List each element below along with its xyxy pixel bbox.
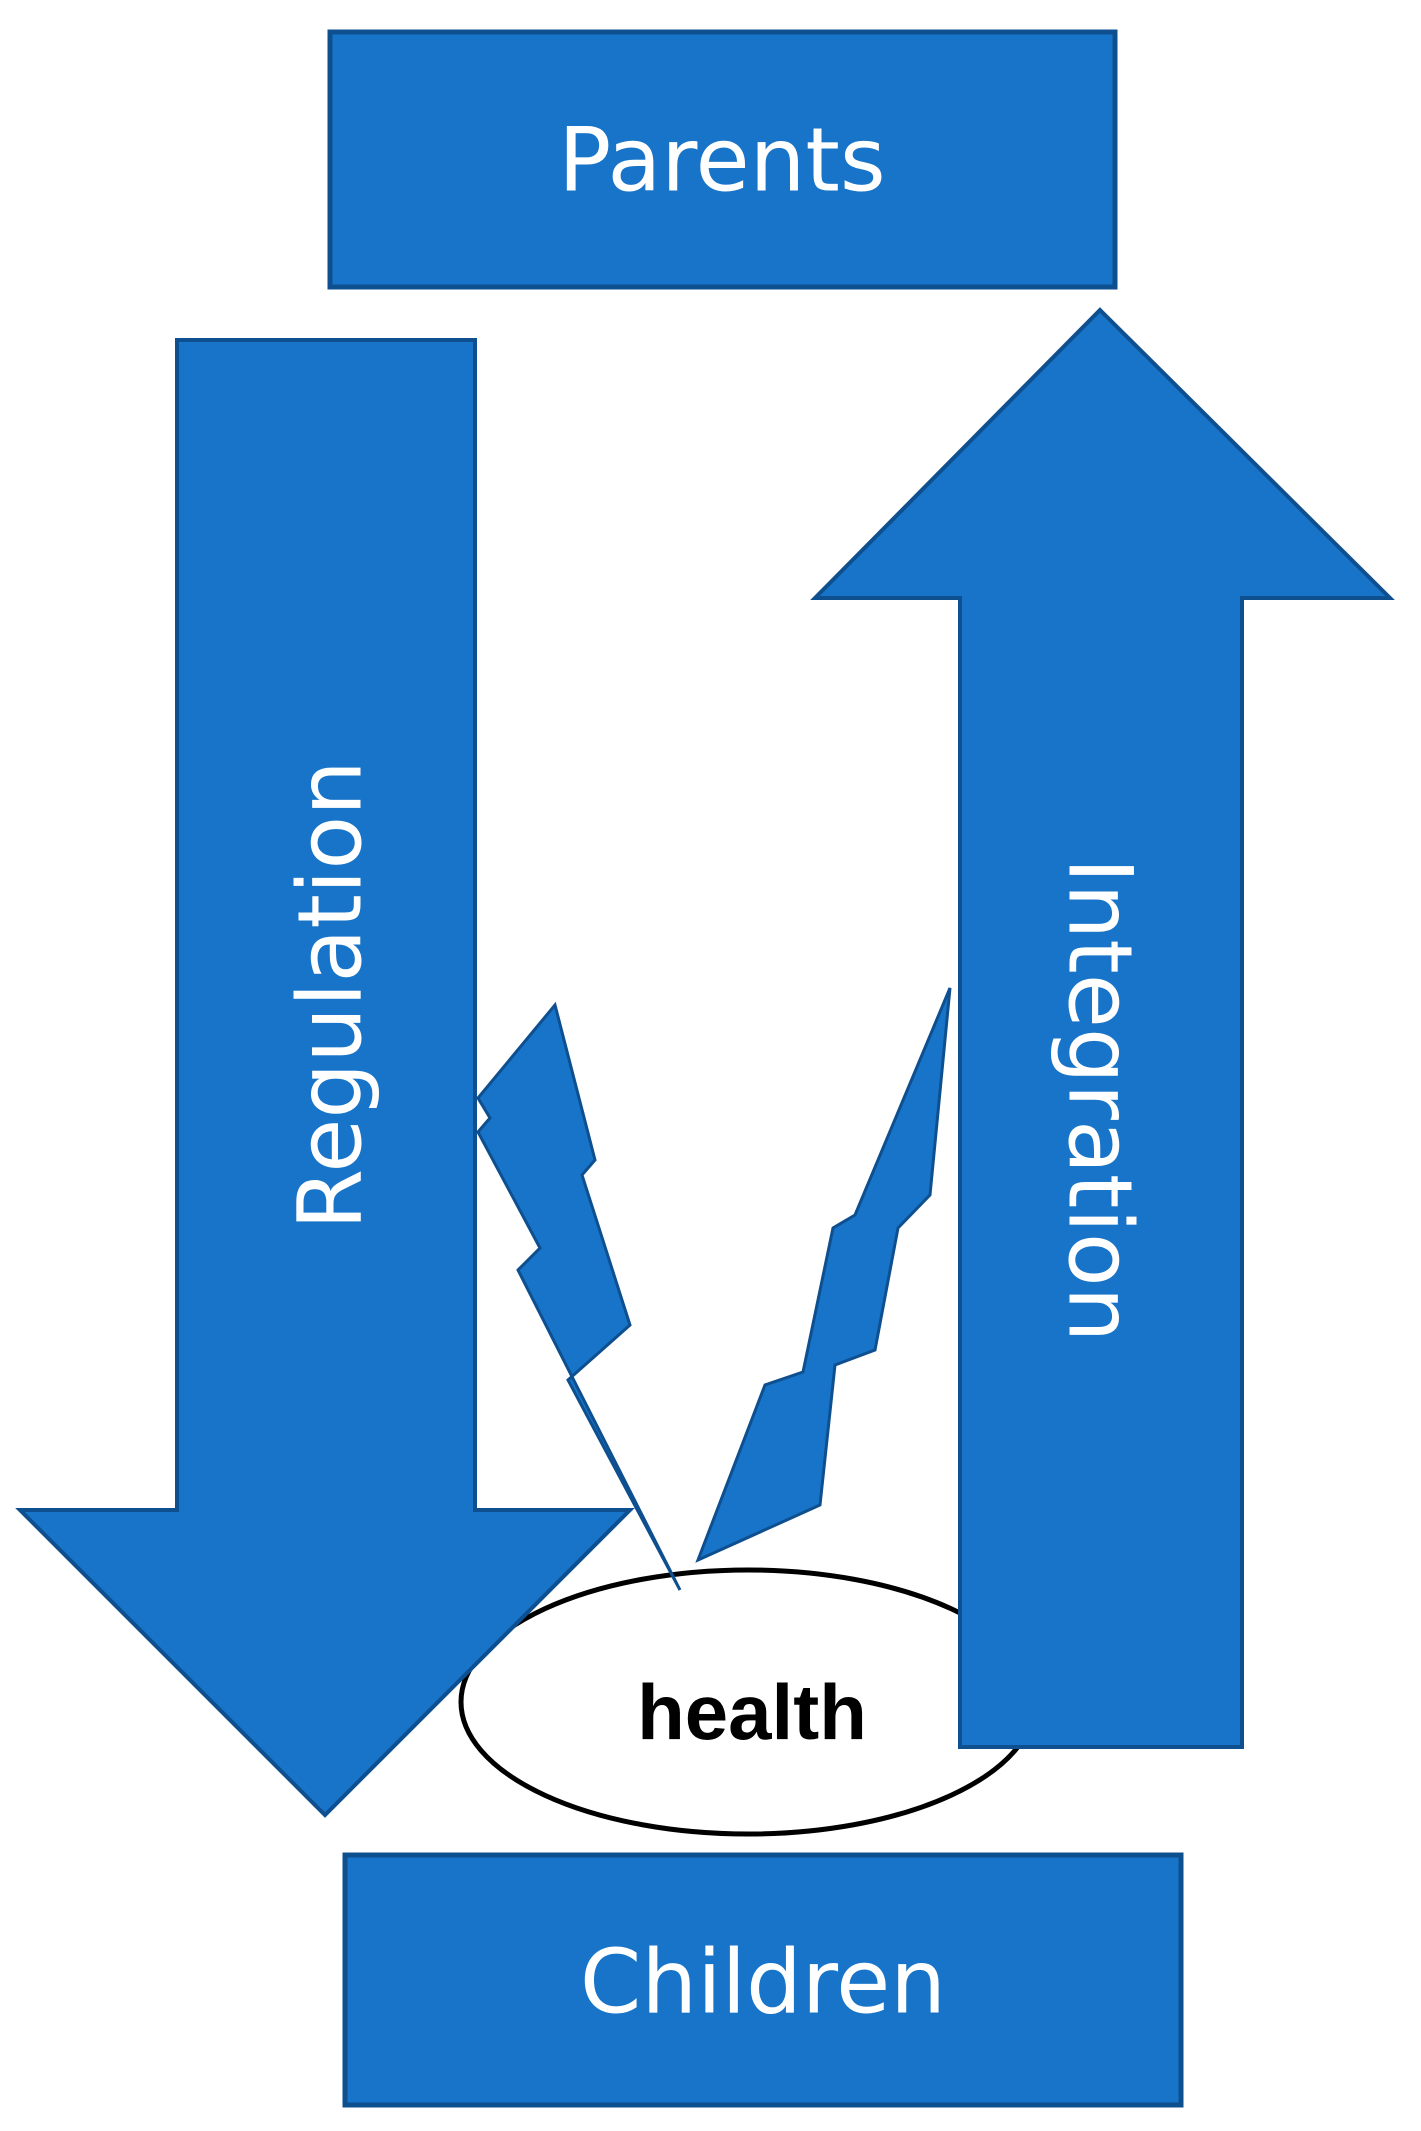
children-box-rect — [342, 1852, 1184, 2108]
right-lightning-bolt — [695, 987, 952, 1563]
regulation-arrow-shape — [15, 338, 635, 1818]
children-label: Children — [580, 1931, 946, 2034]
health-label: health — [637, 1668, 867, 1756]
children-box: Children — [342, 1852, 1184, 2108]
left-lightning-bolt — [476, 1001, 682, 1591]
parents-label: Parents — [558, 109, 886, 212]
regulation-arrow: Regulation — [15, 338, 635, 1818]
integration-label: Integration — [1049, 858, 1152, 1343]
parents-box: Parents — [327, 29, 1118, 290]
regulation-label: Regulation — [279, 760, 382, 1230]
parents-box-rect — [327, 29, 1118, 290]
integration-arrow: Integration — [810, 307, 1395, 1749]
integration-arrow-shape — [810, 307, 1395, 1749]
